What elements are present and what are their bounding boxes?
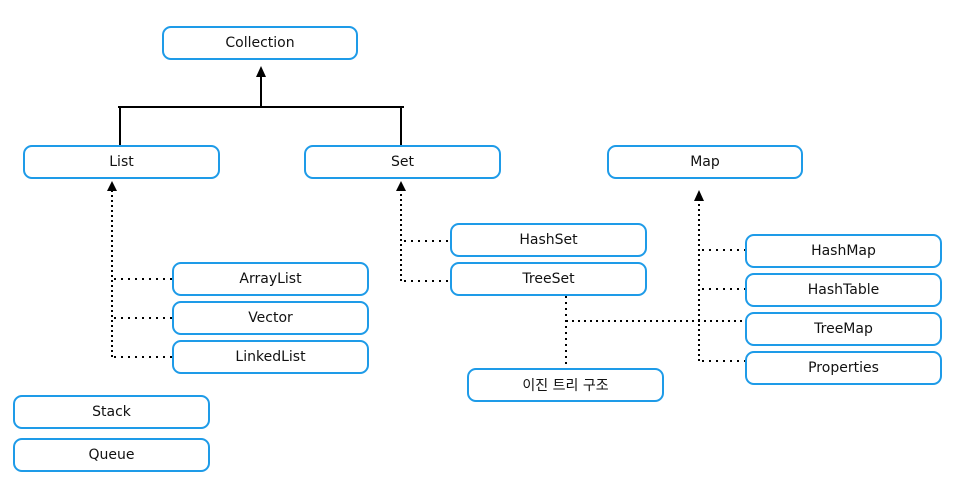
linkedlist-node: LinkedList xyxy=(172,340,369,374)
list-node: List xyxy=(23,145,220,179)
collection-node: Collection xyxy=(162,26,358,60)
stack-node: Stack xyxy=(13,395,210,429)
treemap-node: TreeMap xyxy=(745,312,942,346)
treeset-node: TreeSet xyxy=(450,262,647,296)
arrowhead-icon xyxy=(256,66,266,77)
hashmap-node: HashMap xyxy=(745,234,942,268)
properties-node: Properties xyxy=(745,351,942,385)
arrowhead-icon xyxy=(396,181,406,191)
arraylist-node: ArrayList xyxy=(172,262,369,296)
vector-node: Vector xyxy=(172,301,369,335)
hashset-node: HashSet xyxy=(450,223,647,257)
map-node: Map xyxy=(607,145,803,179)
arrowhead-icon xyxy=(694,190,704,201)
binary-tree-node: 이진 트리 구조 xyxy=(467,368,664,402)
arrowhead-icon xyxy=(107,181,117,191)
set-node: Set xyxy=(304,145,501,179)
hashtable-node: HashTable xyxy=(745,273,942,307)
queue-node: Queue xyxy=(13,438,210,472)
